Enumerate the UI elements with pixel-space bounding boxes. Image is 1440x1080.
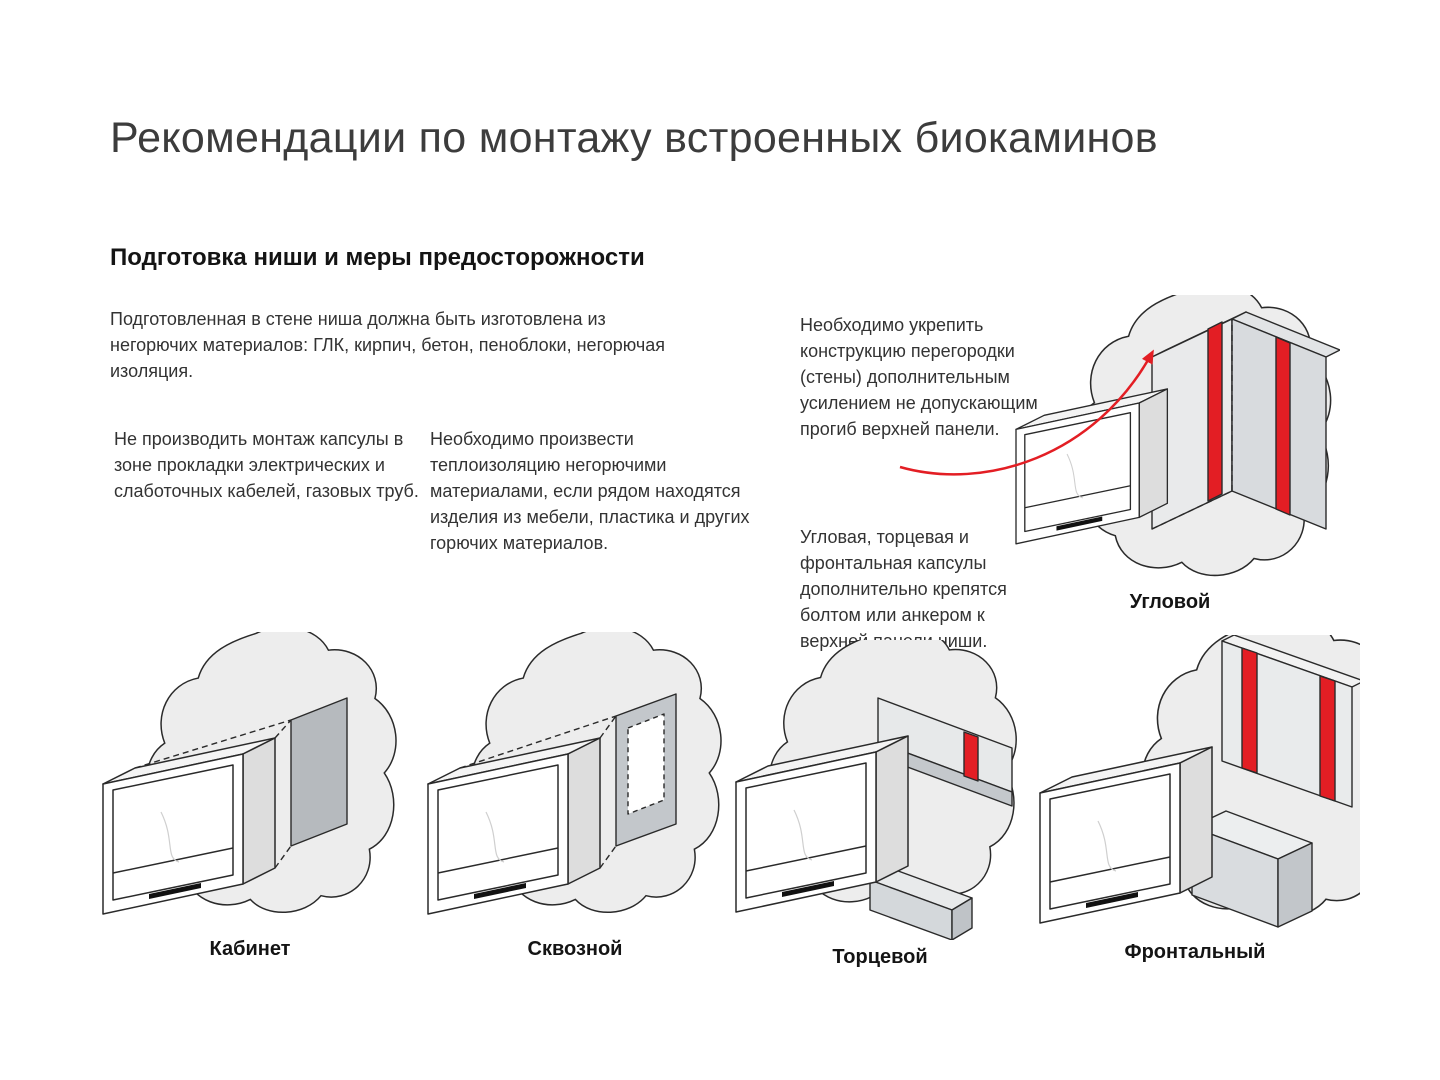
through-opening: [627, 713, 665, 815]
paragraph-no-cables: Не производить монтаж капсулы в зоне про…: [114, 429, 419, 502]
reinforcement-stripe: [1275, 336, 1291, 516]
diagram-frontal: Фронтальный: [1030, 635, 1360, 964]
hidden-edges: [459, 715, 617, 869]
niche-side-panel: [290, 697, 348, 847]
diagram-frontal-svg: [1039, 635, 1360, 928]
hidden-edges: [1151, 319, 1233, 530]
reinforcement-stripe: [1207, 321, 1223, 502]
paragraph-insulation: Необходимо произвести теплоизоляцию него…: [430, 429, 750, 554]
reinforcement-stripe: [1319, 675, 1336, 802]
paragraph-niche-materials: Подготовленная в стене ниша должна быть …: [110, 309, 665, 382]
label-through: Сквозной: [527, 938, 623, 960]
label-end: Торцевой: [832, 946, 928, 968]
pedestal-side: [1277, 842, 1313, 928]
diagram-through: Сквозной: [420, 632, 730, 961]
diagram-through-svg: [427, 632, 722, 915]
section-heading: Подготовка ниши и меры предосторожности: [110, 244, 645, 271]
capsule: [1039, 746, 1213, 924]
diagram-cabinet: Кабинет: [95, 632, 405, 961]
label-frontal: Фронтальный: [1124, 941, 1266, 963]
reinforcement-stripe: [963, 731, 979, 782]
hidden-edges: [274, 719, 292, 869]
beam-front: [869, 879, 953, 940]
page-title: Рекомендации по монтажу встроенных биока…: [110, 114, 1158, 162]
diagram-end: Торцевой: [730, 640, 1030, 969]
label-cabinet: Кабинет: [209, 938, 291, 960]
diagram-corner: Угловой: [1000, 295, 1340, 614]
hidden-top-edge: [134, 719, 292, 769]
diagram-corner-svg: [1015, 295, 1340, 577]
label-corner: Угловой: [1129, 591, 1211, 613]
diagram-cabinet-svg: [102, 632, 397, 915]
beam-side: [951, 897, 973, 940]
diagram-end-svg: [735, 640, 1017, 940]
reinforcement-stripe: [1241, 647, 1258, 774]
